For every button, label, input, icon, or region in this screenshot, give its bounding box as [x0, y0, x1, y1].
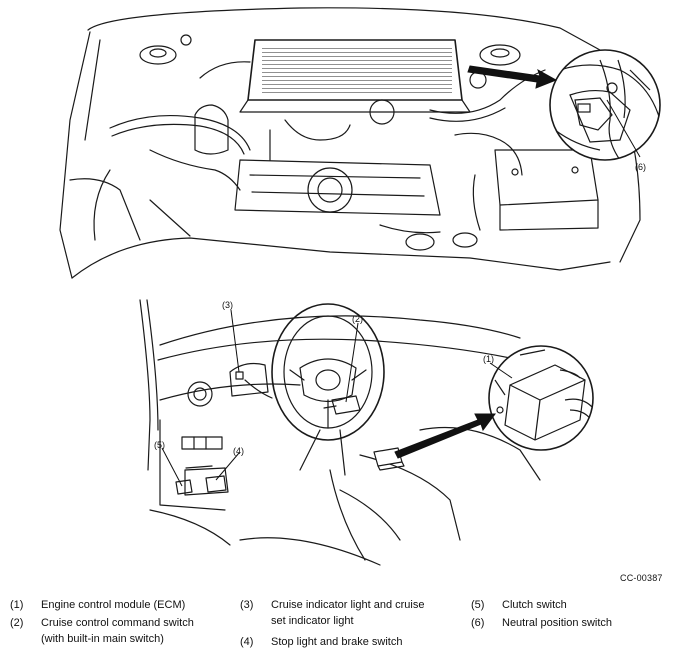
steering-wheel: [271, 303, 385, 441]
legend-num: (4): [240, 636, 254, 648]
battery: [494, 149, 599, 231]
strut-tower-left: [139, 45, 177, 65]
legend-num: (6): [471, 617, 485, 629]
callout-2: (2): [352, 314, 363, 324]
detail-circle-neutral-position-switch: [549, 49, 661, 161]
pointer-arrow-top: [467, 65, 558, 89]
callout-1: (1): [483, 354, 494, 364]
interior-illustration: [139, 299, 541, 566]
leader-line-6: [606, 99, 641, 158]
strut-tower-right: [479, 44, 521, 66]
hood-outline: [87, 7, 601, 51]
callout-5: (5): [154, 440, 165, 450]
reservoir: [194, 104, 229, 155]
legend-text: Clutch switch: [502, 599, 567, 611]
cruise-indicator: [235, 371, 244, 380]
legend-text: (with built-in main switch): [41, 633, 164, 645]
legend-num: (2): [10, 617, 24, 629]
air-vent: [187, 381, 213, 407]
legend-num: (3): [240, 599, 254, 611]
legend-text: Stop light and brake switch: [271, 636, 403, 648]
clutch-switch: [175, 479, 193, 495]
figure-code: CC-00387: [620, 573, 663, 583]
legend-num: (1): [10, 599, 24, 611]
leader-lines: [161, 309, 513, 487]
legend-text: set indicator light: [271, 615, 354, 627]
legend-text: Cruise indicator light and cruise: [271, 599, 425, 611]
legend-text: Cruise control command switch: [41, 617, 194, 629]
hose: [109, 114, 251, 151]
legend-num: (5): [471, 599, 485, 611]
brake-switch: [205, 475, 227, 493]
pointer-arrow-bottom: [394, 413, 496, 459]
cruise-command-switch: [331, 395, 361, 415]
switch-panel: [181, 436, 223, 450]
intercooler: [239, 39, 471, 113]
callout-4: (4): [233, 446, 244, 456]
callout-3: (3): [222, 300, 233, 310]
callout-6: (6): [635, 162, 646, 172]
legend-text: Neutral position switch: [502, 617, 613, 629]
dashboard: [157, 338, 521, 361]
legend-text: Engine control module (ECM): [41, 599, 186, 611]
detail-circle-ecm: [488, 345, 594, 451]
engine-block: [234, 159, 441, 216]
engine-bay-illustration: [59, 7, 641, 279]
